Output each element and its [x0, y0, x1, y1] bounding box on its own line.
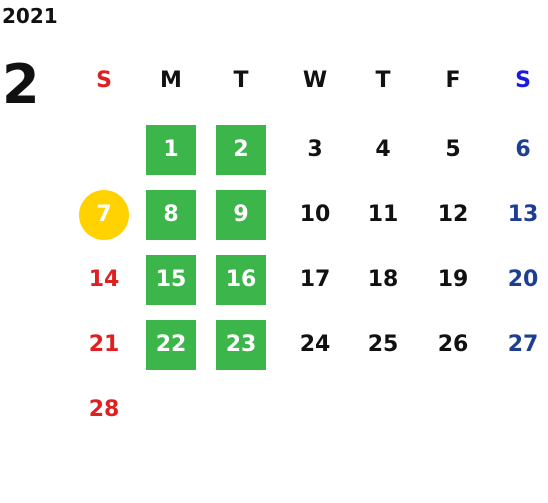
day-cell-15[interactable]: 15: [146, 255, 196, 305]
day-cell-5[interactable]: 5: [445, 137, 461, 162]
weekday-label: W: [302, 68, 328, 93]
weekday-label: S: [515, 68, 531, 93]
day-cell-16[interactable]: 16: [216, 255, 266, 305]
weekday-label: M: [160, 68, 182, 93]
day-cell-22[interactable]: 22: [146, 320, 196, 370]
day-cell-23[interactable]: 23: [216, 320, 266, 370]
day-cell-19[interactable]: 19: [437, 267, 469, 292]
weekday-label: T: [375, 68, 391, 93]
day-cell-12[interactable]: 12: [437, 202, 469, 227]
month-number: 2: [2, 53, 40, 116]
day-cell-20[interactable]: 20: [507, 267, 539, 292]
day-cell-6[interactable]: 6: [515, 137, 531, 162]
day-cell-17[interactable]: 17: [299, 267, 331, 292]
weekday-label: T: [233, 68, 249, 93]
day-cell-14[interactable]: 14: [88, 267, 120, 292]
day-cell-2[interactable]: 2: [216, 125, 266, 175]
day-cell-26[interactable]: 26: [437, 332, 469, 357]
weekday-label: S: [96, 68, 112, 93]
day-cell-11[interactable]: 11: [367, 202, 399, 227]
day-cell-1[interactable]: 1: [146, 125, 196, 175]
day-cell-27[interactable]: 27: [507, 332, 539, 357]
day-cell-8[interactable]: 8: [146, 190, 196, 240]
year-label: 2021: [2, 4, 58, 28]
day-cell-13[interactable]: 13: [507, 202, 539, 227]
day-cell-3[interactable]: 3: [307, 137, 323, 162]
day-cell-7[interactable]: 7: [79, 190, 129, 240]
day-cell-9[interactable]: 9: [216, 190, 266, 240]
day-cell-25[interactable]: 25: [367, 332, 399, 357]
day-cell-4[interactable]: 4: [375, 137, 391, 162]
day-cell-10[interactable]: 10: [299, 202, 331, 227]
day-cell-28[interactable]: 28: [88, 397, 120, 422]
day-cell-18[interactable]: 18: [367, 267, 399, 292]
day-cell-21[interactable]: 21: [88, 332, 120, 357]
day-cell-24[interactable]: 24: [299, 332, 331, 357]
weekday-label: F: [445, 68, 461, 93]
